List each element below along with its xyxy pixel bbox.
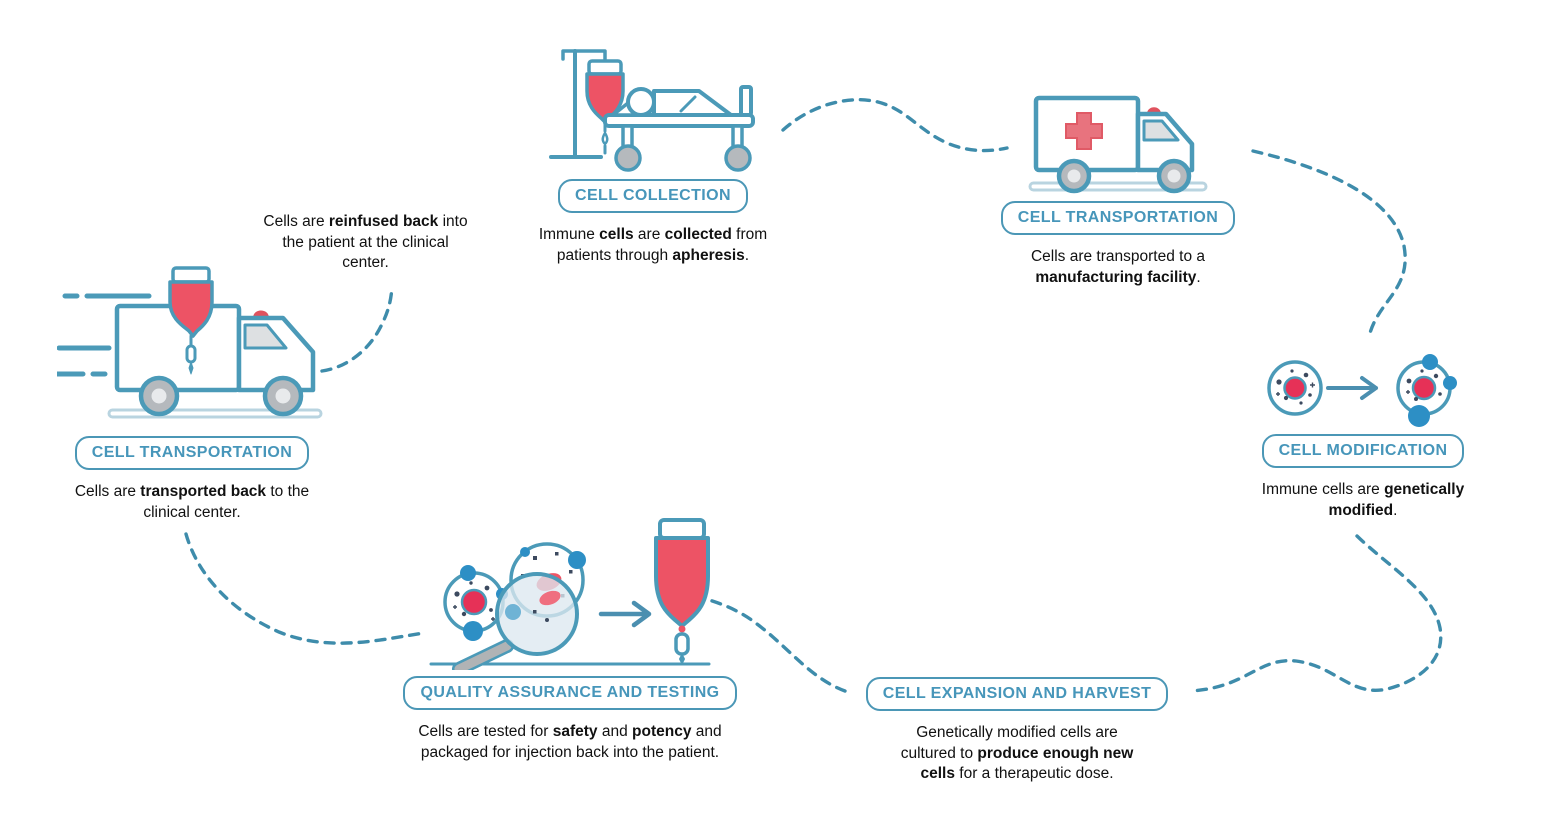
stage-cell-expansion-and-harvest: CELL EXPANSION AND HARVEST Genetically m…	[865, 677, 1169, 785]
connector-transport-to-modification	[1251, 149, 1407, 339]
stage-description-cell-transportation-back: Cells are transported back to the clinic…	[74, 483, 310, 521]
stage-cell-transportation-to-facility: CELL TRANSPORTATION Cells are transporte…	[968, 80, 1268, 288]
cells-magnifier-iv-bag-icon	[429, 518, 711, 670]
connector-collection-to-transport	[781, 98, 1009, 153]
stage-cell-transportation-back: CELL TRANSPORTATION Cells are transporte…	[42, 262, 342, 523]
stage-cell-collection: CELL COLLECTION Immune cells are collect…	[503, 25, 803, 266]
speed-lines	[57, 293, 152, 377]
stage-quality-assurance-and-testing: QUALITY ASSURANCE AND TESTING Cells are …	[390, 512, 750, 763]
reinfusion-note: Cells are reinfused back into the patien…	[263, 213, 468, 272]
stage-label-cell-modification: CELL MODIFICATION	[1261, 434, 1465, 468]
stage-cell-modification: CELL MODIFICATION Immune cells are genet…	[1233, 348, 1493, 521]
stage-description-cell-collection: Immune cells are collected from patients…	[538, 226, 768, 264]
stage-label-cell-transportation-to-facility: CELL TRANSPORTATION	[1000, 201, 1236, 235]
hospital-bed-patient-iv-icon	[548, 49, 755, 172]
stage-description-cell-modification: Immune cells are genetically modified.	[1261, 481, 1465, 519]
connector-modification-to-expansion	[1188, 534, 1443, 693]
cell-before-after-arrow-icon	[1266, 354, 1457, 427]
connector-expansion-to-quality	[704, 597, 847, 693]
speeding-ambulance-iv-bag-icon	[57, 266, 323, 419]
stage-label-quality-assurance-and-testing: QUALITY ASSURANCE AND TESTING	[403, 676, 737, 710]
stage-description-cell-transportation-to-facility: Cells are transported to a manufacturing…	[1030, 248, 1206, 286]
stage-label-cell-expansion-and-harvest: CELL EXPANSION AND HARVEST	[865, 677, 1169, 711]
stage-label-cell-transportation-back: CELL TRANSPORTATION	[74, 436, 310, 470]
ambulance-icon	[1028, 95, 1207, 194]
stage-description-cell-expansion-and-harvest: Genetically modified cells are cultured …	[900, 724, 1134, 783]
connector-transport-back-to-reinfusion	[320, 286, 394, 373]
stage-label-cell-collection: CELL COLLECTION	[558, 179, 748, 213]
connector-quality-to-transport-back	[184, 532, 426, 645]
stage-description-quality-assurance-and-testing: Cells are tested for safety and potency …	[418, 723, 722, 761]
